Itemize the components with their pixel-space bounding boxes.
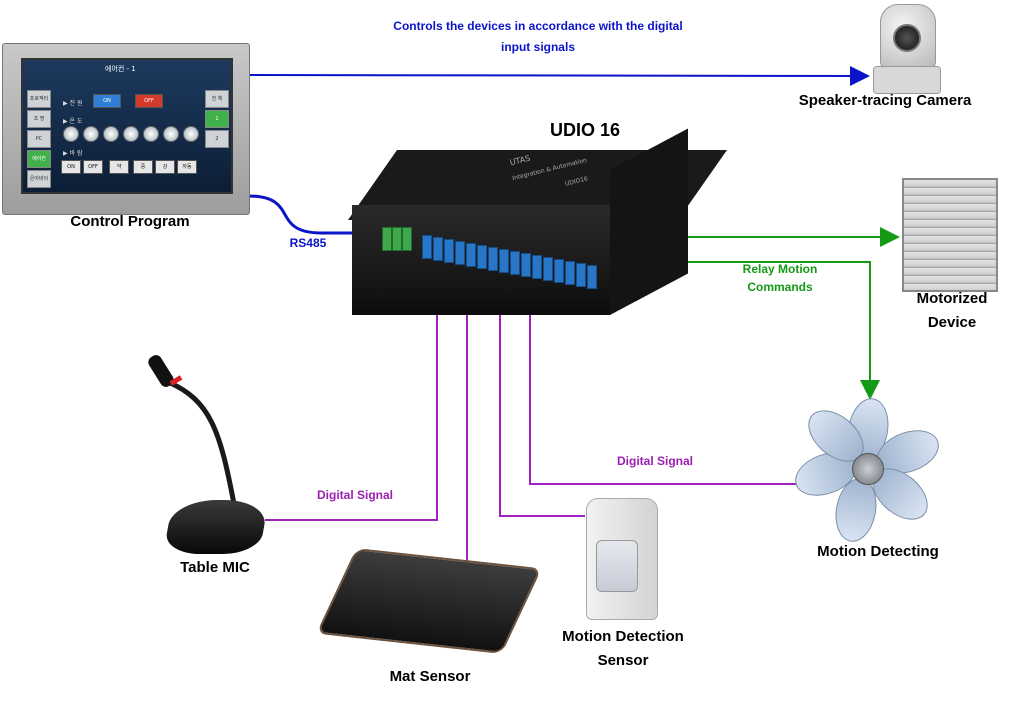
input-terminal xyxy=(477,245,487,269)
udio-box-front xyxy=(352,205,610,315)
screen-left-menu-2: PC xyxy=(27,130,51,148)
input-terminal xyxy=(499,249,509,273)
screen-right-menu-2: 2 xyxy=(205,130,229,148)
motion-detecting-label: Motion Detecting xyxy=(817,543,939,560)
input-terminal xyxy=(587,265,597,289)
camera-lens xyxy=(893,24,921,52)
input-terminal xyxy=(565,261,575,285)
input-terminal xyxy=(455,241,465,265)
fan-signal-line xyxy=(529,265,818,485)
control-panel-touchscreen: 에어컨 - 1 프로젝터 조 명 PC 에어컨 온아바이 전 체 1 2 ▶ 전… xyxy=(2,43,250,215)
fan-hub xyxy=(852,453,884,485)
screen-temp-knob xyxy=(103,126,119,142)
input-terminal xyxy=(521,253,531,277)
screen-left-menu-4: 온아바이 xyxy=(27,170,51,188)
input-terminal xyxy=(444,239,454,263)
input-terminal xyxy=(576,263,586,287)
screen-left-menu-1: 조 명 xyxy=(27,110,51,128)
screen-temp-knob xyxy=(83,126,99,142)
device-title: UDIO 16 xyxy=(549,120,621,140)
motion-sensor-label-line2: Sensor xyxy=(597,652,649,669)
pir-signal-line xyxy=(499,263,585,517)
digital-signal-label-left: Digital Signal xyxy=(316,488,393,502)
sensor-window xyxy=(596,540,638,592)
screen-wind-label: ▶ 바 람 xyxy=(63,150,83,157)
screen-temp-knob xyxy=(163,126,179,142)
box-brand-text: UTAS xyxy=(508,153,532,168)
screen-temp-label: ▶ 온 도 xyxy=(63,118,83,125)
screen-wind-button: OFF xyxy=(83,160,103,174)
screen-wind-button: 강 xyxy=(155,160,175,174)
motorized-blind xyxy=(902,178,998,292)
motion-sensor-label-line1: Motion Detection xyxy=(562,628,684,645)
input-terminal xyxy=(422,235,432,259)
mic-gooseneck xyxy=(167,379,237,505)
panel-screen: 에어컨 - 1 프로젝터 조 명 PC 에어컨 온아바이 전 체 1 2 ▶ 전… xyxy=(21,58,233,194)
screen-temp-knob xyxy=(123,126,139,142)
screen-left-menu-3: 에어컨 xyxy=(27,150,51,168)
screen-wind-button: 약 xyxy=(109,160,129,174)
screen-power-label: ▶ 전 원 xyxy=(63,100,83,107)
top-annotation-line1: Controls the devices in accordance with … xyxy=(393,19,683,33)
screen-left-menu-0: 프로젝터 xyxy=(27,90,51,108)
screen-temp-knob xyxy=(143,126,159,142)
camera-base xyxy=(873,66,941,94)
input-terminal xyxy=(488,247,498,271)
input-terminal xyxy=(554,259,564,283)
control-program-label: Control Program xyxy=(70,213,190,230)
input-terminal xyxy=(543,257,553,281)
screen-right-menu-0: 전 체 xyxy=(205,90,229,108)
input-terminal xyxy=(466,243,476,267)
relay-to-fan-line xyxy=(640,261,880,400)
relay-label-line2: Commands xyxy=(747,280,813,294)
screen-right-menu-1: 1 xyxy=(205,110,229,128)
screen-off-button: OFF xyxy=(135,94,163,108)
screen-temp-knob xyxy=(183,126,199,142)
relay-label-line1: Relay Motion xyxy=(742,262,818,276)
input-terminal xyxy=(510,251,520,275)
rs485-terminal xyxy=(392,227,402,251)
screen-wind-button: 자동 xyxy=(177,160,197,174)
screen-temp-knob xyxy=(63,126,79,142)
motorized-label-line2: Device xyxy=(927,314,977,331)
mat-sensor-label: Mat Sensor xyxy=(389,668,471,685)
camera-label: Speaker-tracing Camera xyxy=(798,92,972,109)
screen-wind-button: ON xyxy=(61,160,81,174)
control-to-camera-line xyxy=(247,65,870,86)
rs485-label: RS485 xyxy=(289,236,327,250)
screen-header: 에어컨 - 1 xyxy=(105,65,136,73)
rs485-terminal xyxy=(382,227,392,251)
screen-wind-button: 중 xyxy=(133,160,153,174)
table-mic-label: Table MIC xyxy=(180,559,250,576)
mic-signal-line xyxy=(265,258,438,521)
rs485-terminal xyxy=(402,227,412,251)
digital-signal-label-right: Digital Signal xyxy=(616,454,693,468)
box-model-text: UDIO16 xyxy=(564,175,589,188)
input-terminal xyxy=(532,255,542,279)
top-annotation-line2: input signals xyxy=(500,40,575,54)
rs485-cable xyxy=(247,194,385,235)
motorized-label-line1: Motorized xyxy=(916,290,988,307)
input-terminal xyxy=(433,237,443,261)
screen-on-button: ON xyxy=(93,94,121,108)
